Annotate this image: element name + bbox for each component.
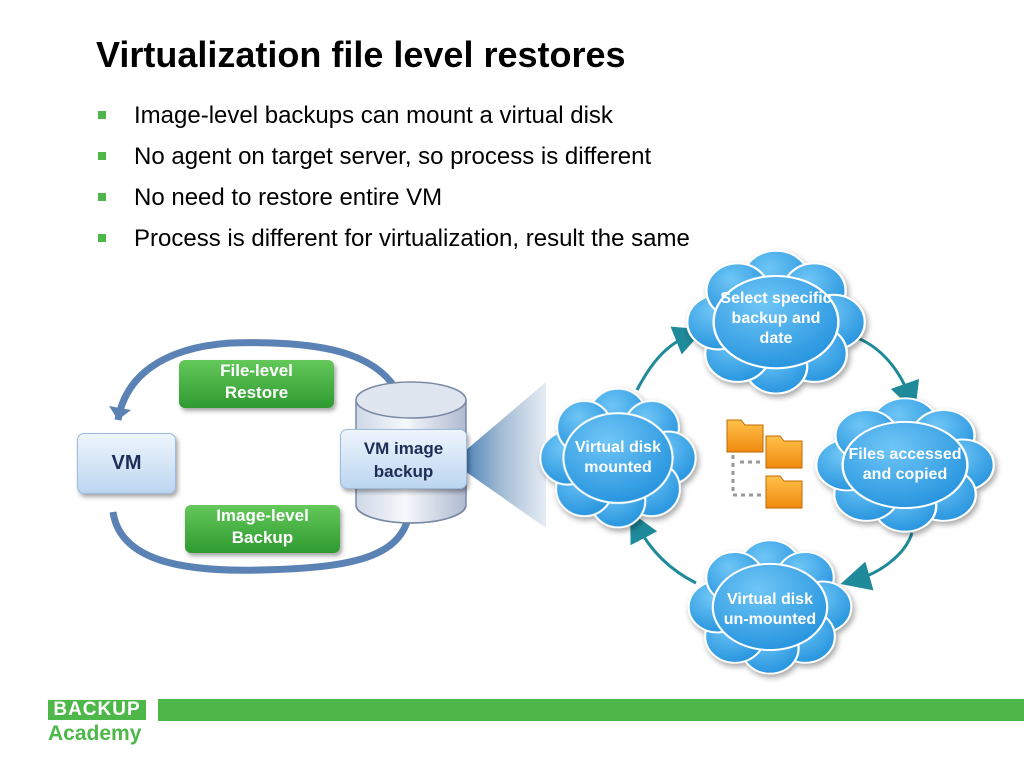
folder-icon [726, 419, 803, 509]
backup-arrow [109, 507, 414, 574]
bullet-square-icon [98, 234, 106, 242]
mount-cone [452, 382, 546, 528]
cloud-select-label: Select specific backup and date [720, 290, 832, 347]
page-title: Virtualization file level restores [96, 34, 626, 75]
cloud-unmounted-label: Virtual disk un-mounted [723, 591, 817, 628]
cloud-mounted-label: Virtual disk mounted [575, 439, 661, 476]
vm-box: VM [77, 433, 176, 494]
bullet-list: Image-level backups can mount a virtual … [96, 102, 690, 266]
cycle-arrows [630, 326, 920, 591]
bullet-item: No need to restore entire VM [96, 184, 690, 225]
image-level-backup-label: Image-level Backup [185, 505, 340, 553]
bullet-item: Process is different for virtualization,… [96, 225, 690, 266]
bullet-item: No agent on target server, so process is… [96, 143, 690, 184]
logo-subtitle: Academy [48, 722, 142, 745]
bullet-square-icon [98, 193, 106, 201]
vm-image-backup-box: VM image backup [340, 429, 467, 489]
cloud-files-label: Files accessed and copied [848, 446, 962, 483]
restore-arrow [114, 339, 409, 421]
logo: BACKUP [48, 700, 146, 720]
restore-arrow-head [109, 406, 131, 420]
bullet-item: Image-level backups can mount a virtual … [96, 102, 690, 143]
bullet-square-icon [98, 111, 106, 119]
bullet-square-icon [98, 152, 106, 160]
file-level-restore-label: File-level Restore [179, 360, 334, 408]
footer-bar [158, 699, 1024, 721]
